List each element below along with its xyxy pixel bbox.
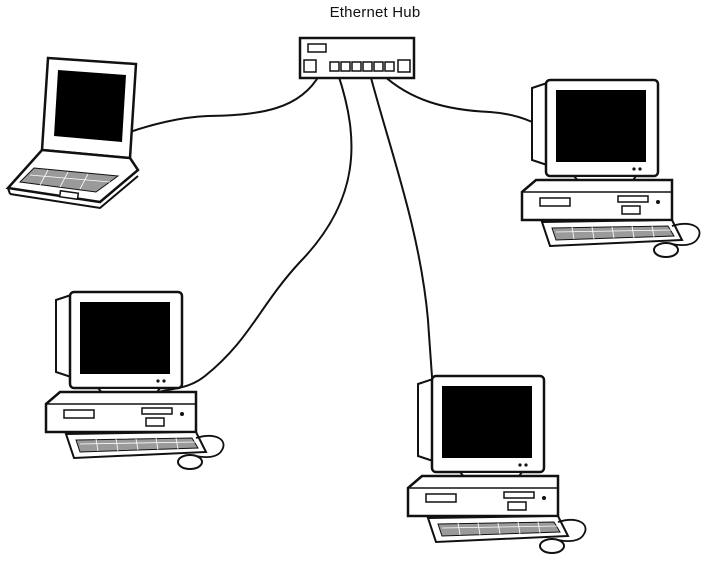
- cable-desktop-2: [382, 74, 556, 140]
- hub-label: Ethernet Hub: [315, 4, 435, 21]
- desktop-computer-icon-3: [408, 376, 586, 553]
- cable-laptop: [130, 74, 320, 132]
- cable-desktop-1: [158, 74, 351, 392]
- ethernet-hub-icon: [300, 38, 414, 78]
- desktop-computer-icon-2: [522, 80, 700, 257]
- laptop-icon: [8, 58, 138, 208]
